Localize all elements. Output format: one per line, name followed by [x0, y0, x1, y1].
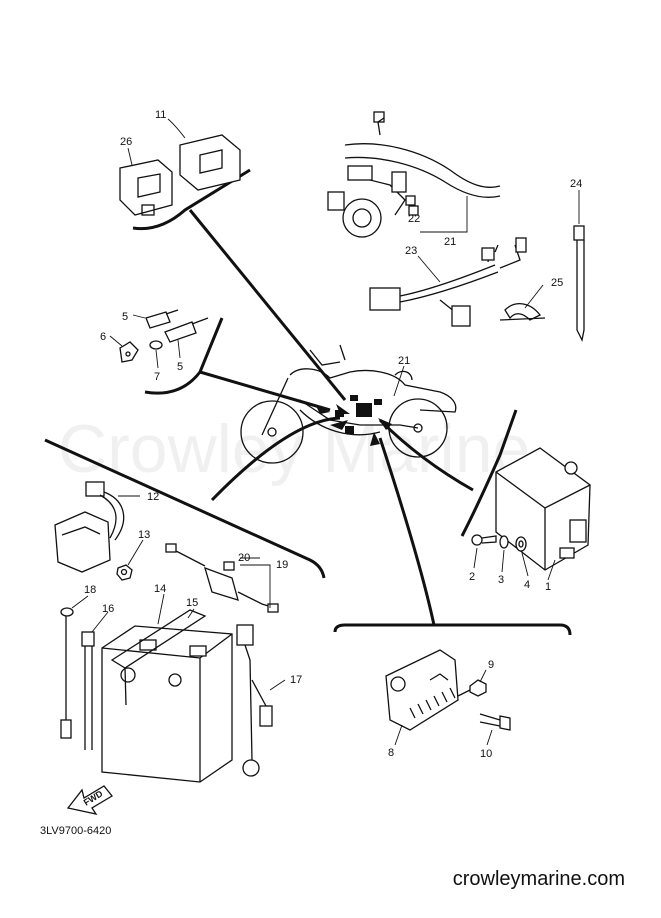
- label-26: 26: [120, 136, 132, 148]
- fuse-part-20: [223, 557, 260, 571]
- grommet-part-4: [515, 536, 529, 577]
- label-10: 10: [480, 748, 492, 760]
- washer-part-3: [499, 535, 509, 573]
- diagram-code: 3LV9700-6420: [40, 825, 111, 837]
- breather-pipe-part-16: [81, 611, 109, 750]
- screw-part-2: [471, 534, 497, 569]
- relay-part-11: [167, 118, 241, 191]
- label-12: 12: [147, 491, 159, 503]
- label-24: 24: [570, 178, 582, 190]
- label-21b: 21: [398, 355, 410, 367]
- label-11: 11: [155, 109, 166, 121]
- bracket-part-6: [109, 335, 139, 363]
- bolt-part-10: [479, 713, 511, 746]
- nut-part-13: [116, 539, 144, 581]
- label-21a: 21: [444, 236, 456, 248]
- label-14: 14: [154, 583, 166, 595]
- cable-part-17: [236, 624, 286, 777]
- relay-part-26: [119, 147, 173, 216]
- sub-harness-part-23: [369, 237, 527, 327]
- clamp-part-25: [499, 284, 546, 321]
- motorcycle-illustration: [240, 344, 457, 464]
- label-6: 6: [100, 331, 106, 343]
- group-brackets: [44, 168, 572, 636]
- label-1: 1: [545, 581, 551, 593]
- watermark: Crowley Marine: [58, 411, 530, 487]
- label-5b: 5: [177, 361, 183, 373]
- label-8: 8: [388, 747, 394, 759]
- sensor-part-5b: [164, 317, 209, 359]
- battery-part-14: [101, 593, 233, 783]
- label-23: 23: [405, 245, 417, 257]
- sensor-part-5a: [132, 309, 179, 329]
- washer-part-7: [149, 340, 163, 369]
- lead-wire-part-18: [60, 595, 89, 739]
- ecu-location-marker: [356, 403, 372, 417]
- connector-part-22: [405, 195, 419, 216]
- label-25: 25: [551, 277, 563, 289]
- ecu-part-1: [495, 447, 591, 581]
- label-2: 2: [469, 571, 475, 583]
- label-4: 4: [524, 579, 530, 591]
- label-19: 19: [276, 559, 288, 571]
- bolt-part-9: [457, 669, 487, 697]
- wire-harness-part-21: [327, 111, 501, 238]
- cable-tie-part-24: [573, 190, 585, 342]
- label-7: 7: [154, 371, 160, 383]
- label-17: 17: [290, 674, 302, 686]
- fwd-direction-arrow: FWD: [66, 785, 113, 815]
- label-16: 16: [102, 603, 114, 615]
- label-18: 18: [84, 584, 96, 596]
- part-number-labels: 1 2 3 4 5 5 6 7 8 9 10 11 12 13 14 15 16…: [84, 109, 582, 760]
- battery-band-part-15: [110, 608, 207, 706]
- label-3: 3: [498, 574, 504, 586]
- rectifier-part-8: [385, 649, 459, 746]
- label-5a: 5: [122, 311, 128, 323]
- fuse-holder-part-19: [165, 543, 279, 613]
- starter-relay-part-12: [54, 481, 140, 573]
- footer-website[interactable]: crowleymarine.com: [452, 868, 625, 890]
- label-9: 9: [488, 659, 494, 671]
- label-20: 20: [238, 552, 250, 564]
- label-22: 22: [408, 213, 420, 225]
- label-13: 13: [138, 529, 150, 541]
- label-15: 15: [186, 597, 198, 609]
